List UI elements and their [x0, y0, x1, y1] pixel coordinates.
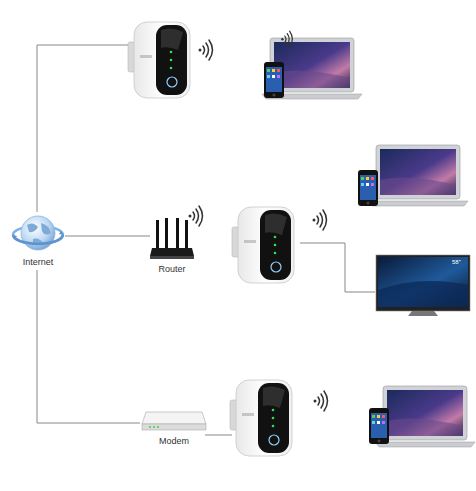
router-box: Router	[150, 218, 194, 275]
node-label: Modem	[159, 436, 189, 447]
node-label: Internet	[23, 257, 54, 268]
device-icon	[140, 408, 208, 434]
modem-box: Modem	[140, 408, 208, 447]
device-icon	[150, 218, 194, 262]
internet-globe: Internet	[11, 213, 65, 268]
screen-size-label: 58"	[452, 259, 461, 266]
network-cable	[37, 270, 140, 423]
node-label: Router	[158, 264, 185, 275]
network-cable	[65, 236, 150, 237]
device-icon	[11, 213, 65, 255]
